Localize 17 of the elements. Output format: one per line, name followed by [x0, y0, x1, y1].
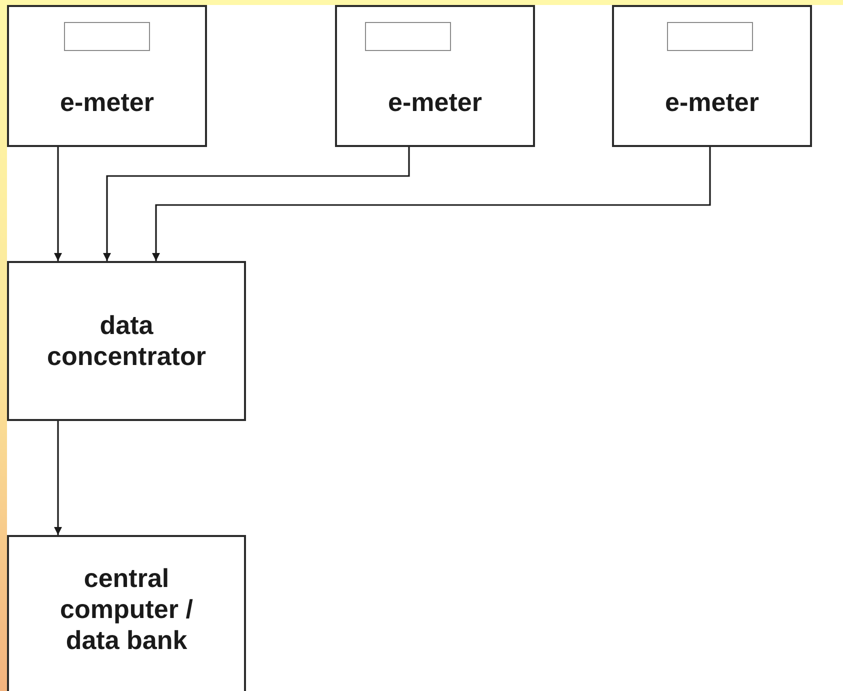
process-box: [7, 261, 246, 421]
arrow: [54, 421, 62, 535]
meter-box: [335, 5, 535, 147]
node-label: e-meter: [665, 87, 759, 118]
arrow: [103, 147, 410, 261]
display-window: [64, 22, 150, 51]
display-window: [365, 22, 451, 51]
display-window: [667, 22, 753, 51]
node-label: data concentrator: [46, 310, 207, 372]
meter-box: [7, 5, 207, 147]
arrow: [54, 147, 62, 261]
node-label: e-meter: [60, 87, 154, 118]
node-label: e-meter: [388, 87, 482, 118]
node-label: central computer / data bank: [59, 563, 194, 656]
arrow: [152, 147, 711, 261]
meter-box: [612, 5, 812, 147]
process-box: [7, 535, 246, 691]
